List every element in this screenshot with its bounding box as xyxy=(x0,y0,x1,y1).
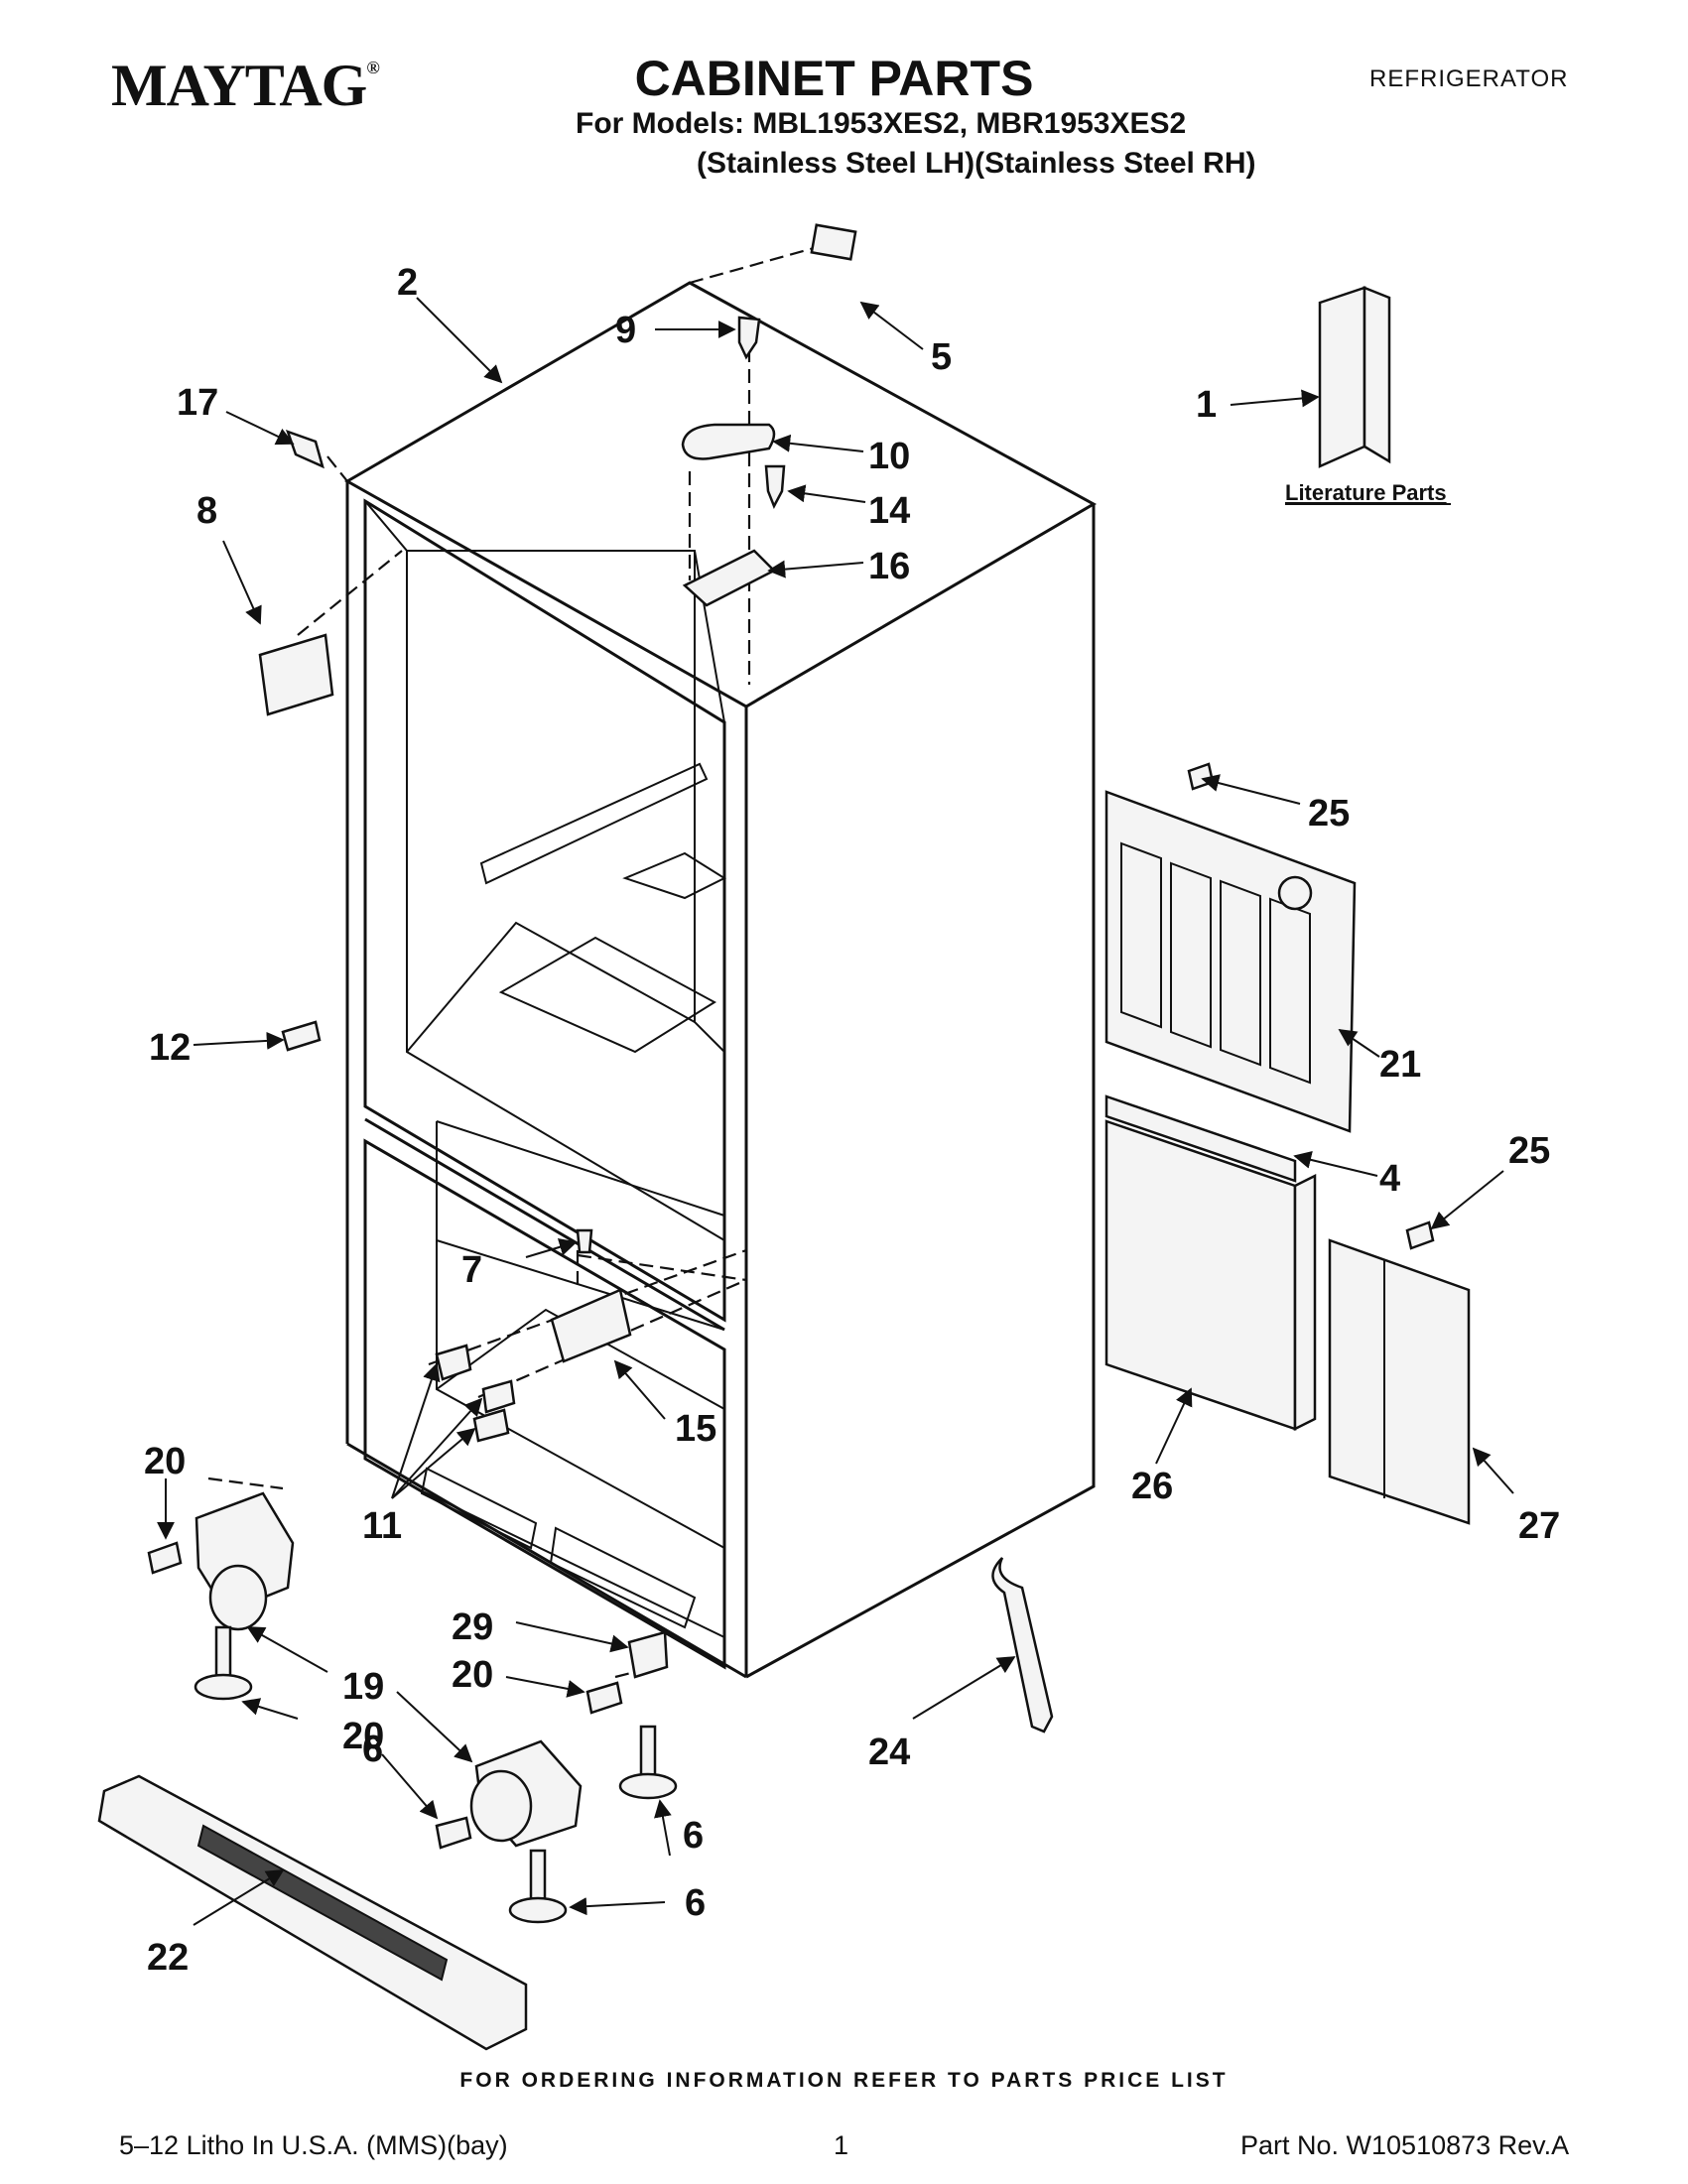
callout-22: 22 xyxy=(147,1937,189,1979)
part-25-screw-bottom xyxy=(1405,1220,1435,1250)
callout-14: 14 xyxy=(868,490,910,532)
part-24-wrench xyxy=(991,1557,1054,1734)
part-20-screw-2 xyxy=(585,1681,623,1715)
callout-24: 24 xyxy=(868,1732,910,1773)
part-10-hinge-cover xyxy=(681,423,776,460)
leader-arrows xyxy=(157,297,1514,1926)
callout-6-bottom: 6 xyxy=(685,1882,706,1924)
part-literature xyxy=(1318,286,1391,468)
callout-16: 16 xyxy=(868,546,910,587)
part-14-screw xyxy=(764,464,786,509)
page-title: CABINET PARTS xyxy=(0,50,1688,107)
part-26-panel xyxy=(1104,1119,1317,1432)
callout-12: 12 xyxy=(149,1027,191,1069)
callout-21: 21 xyxy=(1379,1044,1421,1086)
callout-11: 11 xyxy=(362,1505,402,1547)
litho-note: 5–12 Litho In U.S.A. (MMS)(bay) xyxy=(119,2130,508,2160)
callout-25-top: 25 xyxy=(1308,793,1350,835)
callout-10: 10 xyxy=(868,436,910,477)
callout-4: 4 xyxy=(1379,1158,1400,1200)
part-22-base-grille xyxy=(97,1774,528,2051)
callout-6-left: 6 xyxy=(362,1729,383,1770)
part-29-bracket xyxy=(627,1630,669,1679)
literature-parts-label: Literature Parts xyxy=(1285,480,1447,505)
callout-20-left: 20 xyxy=(144,1441,186,1482)
callout-27: 27 xyxy=(1518,1505,1560,1547)
models-line: For Models: MBL1953XES2, MBR1953XES2 xyxy=(576,107,1187,140)
product-category: REFRIGERATOR xyxy=(1369,65,1569,92)
part-number: Part No. W10510873 Rev.A xyxy=(1240,2130,1570,2160)
part-9-screw xyxy=(737,316,761,360)
part-19-roller-right xyxy=(469,1739,583,1848)
page-title-text: CABINET PARTS xyxy=(634,51,1034,106)
part-5-label xyxy=(810,223,857,261)
part-11-screw-a xyxy=(435,1344,472,1381)
callout-19-a: 19 xyxy=(342,1666,384,1708)
part-7-pin xyxy=(576,1228,593,1254)
callout-20-middle: 20 xyxy=(452,1654,493,1696)
callout-26: 26 xyxy=(1131,1466,1173,1507)
callout-25-bottom: 25 xyxy=(1508,1130,1550,1172)
part-25-screw-top xyxy=(1187,762,1215,791)
part-21-toe-grille xyxy=(1104,790,1357,1133)
brand-logo: MAYTAG® xyxy=(111,52,380,120)
callout-17: 17 xyxy=(177,382,218,424)
part-11-screw-b xyxy=(481,1379,516,1414)
part-17-shim xyxy=(285,429,325,469)
callout-1: 1 xyxy=(1196,384,1217,426)
callout-5: 5 xyxy=(931,336,952,378)
registered-mark: ® xyxy=(366,58,379,77)
ordering-note: FOR ORDERING INFORMATION REFER TO PARTS … xyxy=(459,2069,1229,2092)
part-19-roller-left xyxy=(195,1491,295,1631)
callout-29: 29 xyxy=(452,1606,493,1648)
brand-name: MAYTAG xyxy=(111,53,367,118)
page-number: 1 xyxy=(834,2130,849,2160)
part-20-screw-1 xyxy=(147,1541,183,1575)
callout-20-bottom: 20 xyxy=(342,1716,384,1757)
cabinet-shell xyxy=(343,281,1098,1679)
part-8-control-box xyxy=(258,633,334,716)
callout-7: 7 xyxy=(461,1249,482,1291)
part-27-cover xyxy=(1328,1238,1471,1525)
callout-2: 2 xyxy=(397,262,418,304)
callout-8: 8 xyxy=(196,490,217,532)
part-4-gasket xyxy=(1104,1094,1297,1183)
part-11-screw-c xyxy=(472,1408,510,1443)
part-16-hinge xyxy=(682,549,777,607)
part-6-leveler-left xyxy=(194,1625,253,1701)
callout-9: 9 xyxy=(615,310,636,351)
part-15-bracket xyxy=(550,1288,632,1363)
part-20-screw-3 xyxy=(435,1816,472,1850)
callout-15: 15 xyxy=(675,1408,716,1450)
finish-line: (Stainless Steel LH)(Stainless Steel RH) xyxy=(697,147,1256,180)
part-6-leveler-middle xyxy=(618,1725,678,1800)
part-12-screw xyxy=(281,1020,322,1052)
callout-6-middle: 6 xyxy=(683,1815,704,1857)
part-6-leveler-bottom xyxy=(508,1849,568,1924)
